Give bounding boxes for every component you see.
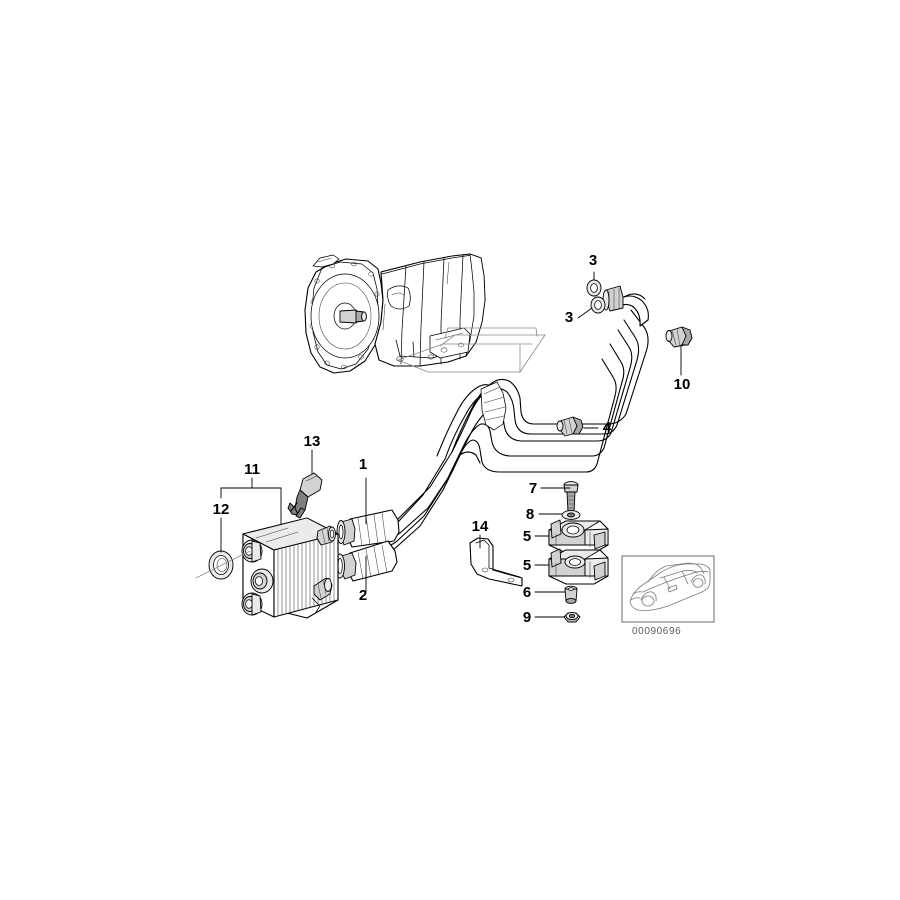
cooler-outlet-lower <box>313 577 333 601</box>
oil-line-bundle <box>335 285 649 582</box>
washer <box>561 510 581 520</box>
callout-2: 2 <box>359 587 367 604</box>
hex-bolt-line-clamp <box>556 416 584 437</box>
callout-4: 4 <box>603 419 612 436</box>
hex-head-bolt <box>563 481 579 513</box>
callout-3-lower: 3 <box>565 309 573 326</box>
callout-14: 14 <box>472 518 489 535</box>
cooler-port-lower <box>241 592 263 616</box>
gasket-seal-ring <box>195 550 251 580</box>
mounting-bolt-line-end <box>665 326 693 348</box>
spacer-sleeve <box>564 585 578 604</box>
cooler-port-upper <box>241 539 263 563</box>
oil-line-connector-upper <box>336 509 400 548</box>
callout-3-upper: 3 <box>589 252 597 269</box>
callout-11: 11 <box>244 461 260 478</box>
callout-10: 10 <box>674 376 691 393</box>
line-end-union <box>602 285 649 327</box>
oil-line-connector-lower <box>335 540 398 582</box>
retaining-clip <box>287 472 323 519</box>
callout-5-upper: 5 <box>523 528 531 545</box>
callout-leaders <box>220 271 682 618</box>
hex-nut <box>563 611 581 623</box>
mounting-bracket <box>469 537 523 587</box>
cooler-port-middle <box>250 568 274 594</box>
o-ring-upper <box>586 279 602 297</box>
callout-13: 13 <box>304 433 321 450</box>
callout-7: 7 <box>529 480 537 497</box>
vehicle-silhouette-icon <box>629 562 711 611</box>
cooler-outlet-upper <box>316 525 336 546</box>
vehicle-inset: 00090696 <box>621 555 715 637</box>
callout-12: 12 <box>213 501 230 518</box>
callout-8: 8 <box>526 506 534 523</box>
callout-5-lower: 5 <box>523 557 531 574</box>
callout-1: 1 <box>359 456 367 473</box>
line-bracket-lower-half <box>548 548 609 585</box>
callout-9: 9 <box>523 609 531 626</box>
o-ring-lower <box>590 296 606 314</box>
callout-labels: 1 2 3 3 4 5 5 6 7 8 9 10 11 12 13 14 <box>213 252 691 626</box>
line-crossing-sleeve <box>480 381 507 431</box>
automatic-transmission-housing <box>304 253 486 374</box>
callout-6: 6 <box>523 584 531 601</box>
line-bracket-upper-half <box>548 519 609 554</box>
inset-id-number: 00090696 <box>632 626 681 637</box>
port-reference-leader-frame <box>397 327 546 373</box>
transmission-oil-cooler <box>241 517 339 619</box>
